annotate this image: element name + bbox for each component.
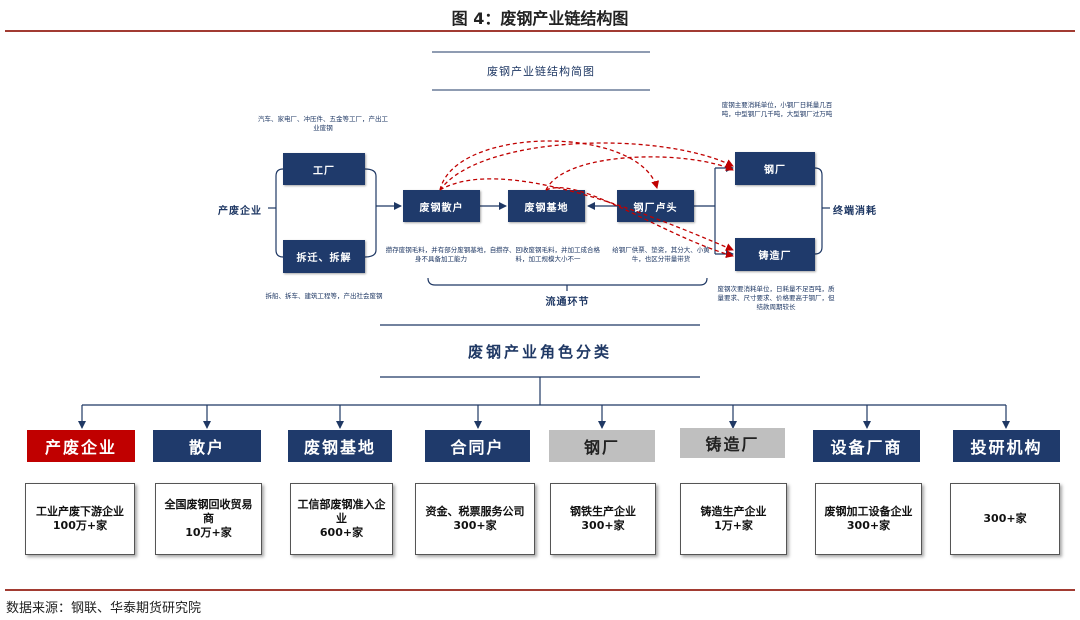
role-card-equipment: 废钢加工设备企业 300+家 [815,483,922,555]
steel-mill-note: 废钢主要消耗单位，小钢厂日耗量几百吨，中型钢厂几千吨，大型钢厂过万吨 [721,101,833,118]
role-card-foundry: 铸造生产企业 1万+家 [680,483,787,555]
role-card-desc: 钢铁生产企业 [570,505,636,518]
role-card-steel-mill: 钢铁生产企业 300+家 [550,483,656,555]
role-card-count: 300+家 [581,519,625,532]
retail-node: 废钢散户 [403,190,480,222]
base-node: 废钢基地 [508,190,585,222]
role-card-producer: 工业产废下游企业 100万+家 [25,483,135,555]
demolition-note: 拆船、拆车、建筑工程等，产出社会废钢 [265,292,383,300]
role-header-foundry: 铸造厂 [680,428,785,458]
base-note: 攒存、回收废钢毛料，并加工成合格料，加工规模大小不一 [496,246,600,263]
account-note: 给钢厂供票、垫资，其分大、小黄牛，也区分带量带货 [612,246,710,263]
role-card-count: 10万+家 [185,526,232,539]
producer-label: 产废企业 [218,206,262,217]
role-header-steel-mill: 钢厂 [549,430,655,462]
role-card-desc: 工信部废钢准入企业 [297,498,386,525]
producer-bracket [275,168,284,258]
role-card-count: 100万+家 [52,519,108,532]
role-card-desc: 全国废钢回收贸易商 [164,498,253,525]
role-card-count: 1万+家 [714,519,753,532]
foundry-node: 铸造厂 [735,238,815,271]
role-card-desc: 废钢加工设备企业 [824,505,913,518]
account-node: 钢厂卢头 [617,190,694,222]
terminal-label: 终端消耗 [833,206,877,217]
figure-title: 图 4：废钢产业链结构图 [451,9,629,28]
role-card-count: 300+家 [983,512,1027,525]
role-card-count: 300+家 [453,519,497,532]
role-card-desc: 铸造生产企业 [700,505,767,518]
factory-node: 工厂 [283,153,365,185]
sources-bracket [364,168,377,258]
consumer-bracket [814,167,823,255]
role-header-research: 投研机构 [953,430,1060,462]
role-card-count: 300+家 [846,519,891,532]
steel-mill-node: 钢厂 [735,152,815,185]
source-note: 数据来源：钢联、华泰期货研究院 [6,601,202,616]
foundry-note: 废钢次要消耗单位，日耗量不足百吨，质量要求、尺寸要求、价格要高于钢厂，但结款周期… [717,285,835,311]
roles-title: 废钢产业角色分类 [467,342,612,361]
role-card-count: 600+家 [319,526,364,539]
role-card-research: 300+家 [950,483,1060,555]
circulation-label: 流通环节 [545,297,590,308]
role-card-base: 工信部废钢准入企业 600+家 [290,483,393,555]
role-header-retail: 散户 [153,430,261,462]
retail-note: 攒存废钢毛料，并有部分废钢基地，自身不具备加工能力 [385,246,497,263]
role-card-contract: 资金、税票服务公司 300+家 [415,483,535,555]
role-header-equipment: 设备厂商 [813,430,920,462]
circulation-bracket [427,277,708,286]
demolition-node: 拆迁、拆解 [283,240,365,273]
role-card-desc: 资金、税票服务公司 [425,505,525,518]
role-card-desc: 工业产废下游企业 [36,505,124,518]
role-card-retail: 全国废钢回收贸易商 10万+家 [155,483,262,555]
factory-note: 汽车、家电厂、冲压件、五金等工厂，产出工业废钢 [258,115,388,132]
role-header-contract: 合同户 [425,430,530,462]
role-header-producer: 产废企业 [27,430,135,462]
chain-header: 废钢产业链结构简图 [487,65,595,78]
role-header-base: 废钢基地 [288,430,392,462]
